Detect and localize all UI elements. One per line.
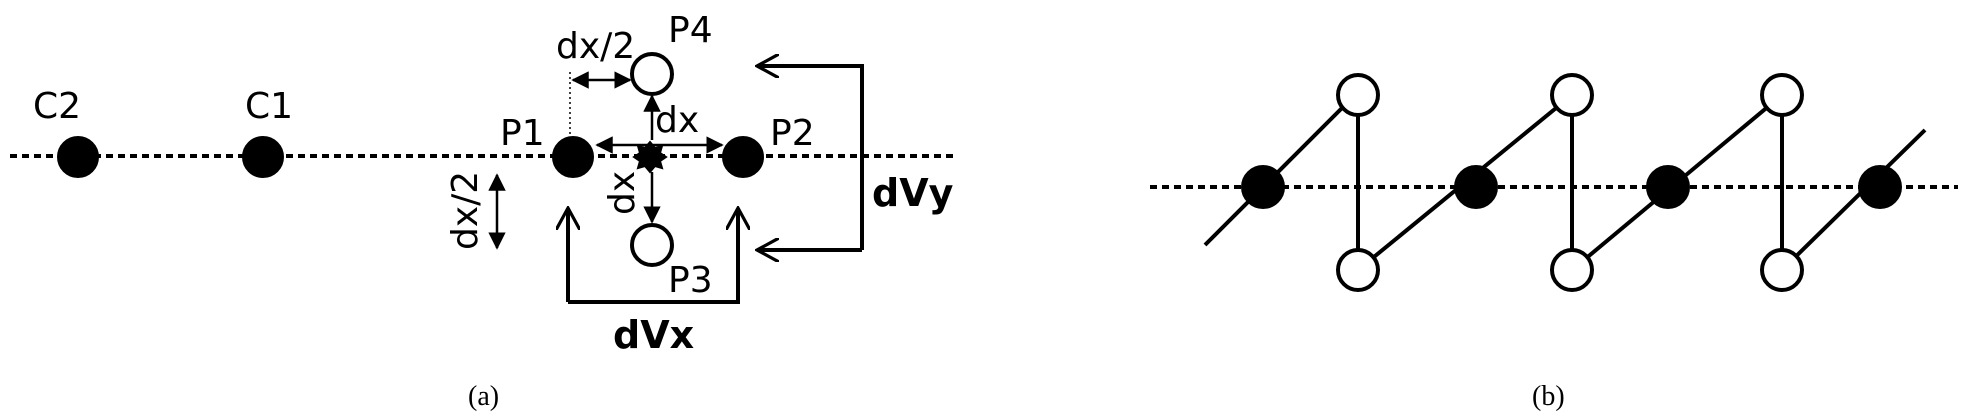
panel-a: C2 C1 P1 P2 P4 P3 dx/2 dx dx dx/2 dVx (10, 10, 955, 412)
label-dvx: dVx (613, 313, 694, 357)
panel-b: (b) (1150, 73, 1958, 412)
point-b-filled-2 (1454, 165, 1498, 209)
point-p2 (722, 136, 764, 178)
label-p4: P4 (668, 10, 713, 51)
point-b-filled-1 (1241, 165, 1285, 209)
label-c2: C2 (33, 86, 81, 127)
center-star (632, 140, 668, 174)
point-b-hollow-top-2 (1550, 73, 1594, 117)
point-b-hollow-bottom-3 (1760, 248, 1804, 292)
label-dx-right: dx (655, 100, 699, 141)
dvx-bracket-right (568, 208, 738, 304)
point-b-hollow-top-3 (1760, 73, 1804, 117)
label-p1: P1 (500, 113, 545, 154)
link-diag-4 (1780, 128, 1927, 272)
label-p3: P3 (668, 260, 713, 301)
point-b-hollow-bottom-1 (1336, 248, 1380, 292)
point-b-filled-4 (1858, 165, 1902, 209)
label-p2: P2 (770, 113, 815, 154)
label-dx-half-left: dx/2 (445, 171, 486, 250)
point-b-hollow-top-1 (1336, 73, 1380, 117)
caption-a: (a) (468, 381, 499, 412)
point-p3 (630, 223, 674, 267)
label-c1: C1 (245, 86, 293, 127)
label-dx-half-top: dx/2 (556, 26, 635, 67)
point-b-hollow-bottom-2 (1550, 248, 1594, 292)
point-c2 (57, 136, 99, 178)
link-diag-1 (1203, 93, 1357, 247)
point-c1 (242, 136, 284, 178)
point-p4 (630, 52, 674, 96)
label-dx-down: dx (602, 171, 643, 215)
point-b-filled-3 (1646, 165, 1690, 209)
dvy-bracket-top (757, 66, 864, 250)
label-dvy: dVy (872, 171, 954, 215)
caption-b: (b) (1532, 381, 1565, 412)
point-p1 (552, 136, 594, 178)
